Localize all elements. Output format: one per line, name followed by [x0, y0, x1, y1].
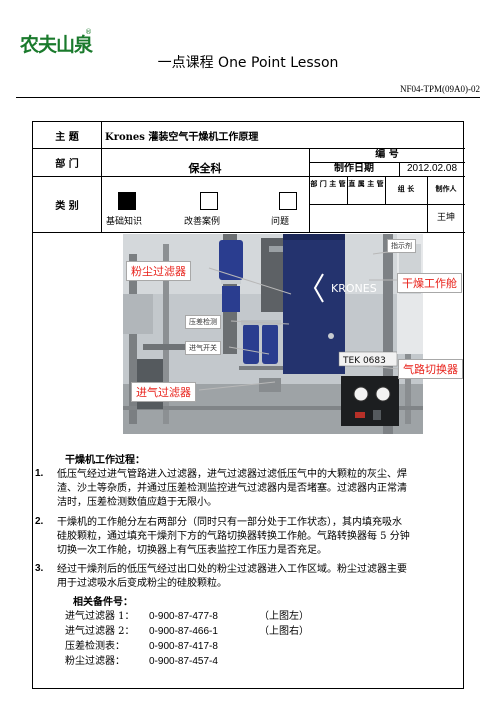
- header-rule: [16, 97, 480, 98]
- author-label: 制作人: [435, 184, 457, 193]
- callout-inlet-switch: 进气开关: [185, 341, 221, 355]
- direct-head-label: 直 属 主 管: [348, 179, 384, 188]
- callout-inlet-filter: 进气过滤器: [131, 382, 196, 402]
- process-item-3: 经过干燥剂后的低压气经过出口处的粉尘过滤器进入工作区域。粉尘过滤器主要 用于过滤…: [57, 564, 407, 589]
- registered-mark: ®: [85, 28, 92, 36]
- category-checkbox-issue[interactable]: [279, 192, 297, 210]
- process-item-2: 干燥机的工作舱分左右两部分（同时只有一部分处于工作状态），其内填充吸水 硅胶颗粒…: [57, 517, 410, 556]
- part-number: 0-900-87-417-8: [149, 641, 218, 652]
- part-label: 压差检测表：: [65, 641, 125, 652]
- callout-pressure-detect: 压差检测: [185, 315, 221, 329]
- grid-line: [309, 204, 465, 205]
- part-note: （上图左）: [259, 611, 309, 622]
- type-label: 类 别: [55, 200, 79, 212]
- process-heading: 干燥机工作过程：: [65, 455, 145, 466]
- grid-line: [33, 148, 465, 149]
- process-item-number: 1.: [35, 468, 44, 479]
- grid-line: [385, 176, 386, 204]
- part-number: 0-900-87-477-8: [149, 611, 218, 622]
- dept-label: 部 门: [55, 158, 79, 170]
- brand-logo: 农夫山泉 ®: [20, 28, 93, 56]
- part-number: 0-900-87-457-4: [149, 656, 218, 667]
- grid-line: [399, 162, 400, 176]
- brand-logo-text: 农夫山泉: [20, 34, 93, 56]
- part-note: （上图右）: [259, 626, 309, 637]
- part-number: 0-900-87-466-1: [149, 626, 218, 637]
- number-label: 编 号: [375, 149, 399, 160]
- topic-label: 主 题: [55, 131, 79, 143]
- date-label: 制作日期: [334, 163, 374, 174]
- author-value: 王坤: [436, 213, 455, 223]
- callout-path-switch: 气路切换器: [398, 359, 463, 379]
- category-checkbox-basic[interactable]: [118, 192, 136, 210]
- category-label-basic: 基础知识: [106, 217, 143, 227]
- grid-line: [347, 176, 348, 204]
- part-label: 粉尘过滤器：: [65, 656, 125, 667]
- krones-plate: KRONES: [331, 282, 377, 295]
- grid-line: [101, 122, 102, 232]
- parts-heading: 相关备件号：: [73, 597, 133, 608]
- category-label-issue: 问题: [271, 217, 290, 227]
- process-item-number: 3.: [35, 563, 44, 574]
- grid-line: [309, 148, 310, 232]
- process-item-number: 2.: [35, 516, 44, 527]
- team-lead-label: 组 长: [397, 184, 415, 193]
- lesson-sheet: 主 题 Krones 灌装空气干燥机工作原理 部 门 保全科 编 号 制作日期 …: [32, 121, 465, 689]
- topic-value: Krones 灌装空气干燥机工作原理: [105, 131, 259, 143]
- callout-drying-chamber: 干燥工作舱: [397, 273, 462, 293]
- part-label: 进气过滤器 1：: [65, 611, 135, 622]
- date-value: 2012.02.08: [406, 163, 458, 174]
- page-title: 一点课程 One Point Lesson: [157, 55, 339, 71]
- process-item-1: 低压气经过进气管路进入过滤器，进气过滤器过滤低压气中的大颗粒的灰尘、焊 渣、沙土…: [57, 469, 407, 508]
- dept-head-label: 部 门 主 管: [310, 179, 346, 188]
- part-label: 进气过滤器 2：: [65, 626, 135, 637]
- dept-value: 保全科: [188, 162, 222, 175]
- grid-line: [33, 232, 465, 233]
- category-checkbox-improvement[interactable]: [200, 192, 218, 210]
- callout-indicator: 指示剂: [387, 239, 416, 253]
- grid-line: [309, 162, 465, 163]
- grid-line: [33, 176, 465, 177]
- callout-dust-filter: 粉尘过滤器: [126, 261, 191, 281]
- document-code: NF04-TPM(09A0)-02: [400, 84, 480, 94]
- model-plate: TEK 0683: [342, 356, 386, 366]
- category-label-improvement: 改善案例: [184, 217, 221, 227]
